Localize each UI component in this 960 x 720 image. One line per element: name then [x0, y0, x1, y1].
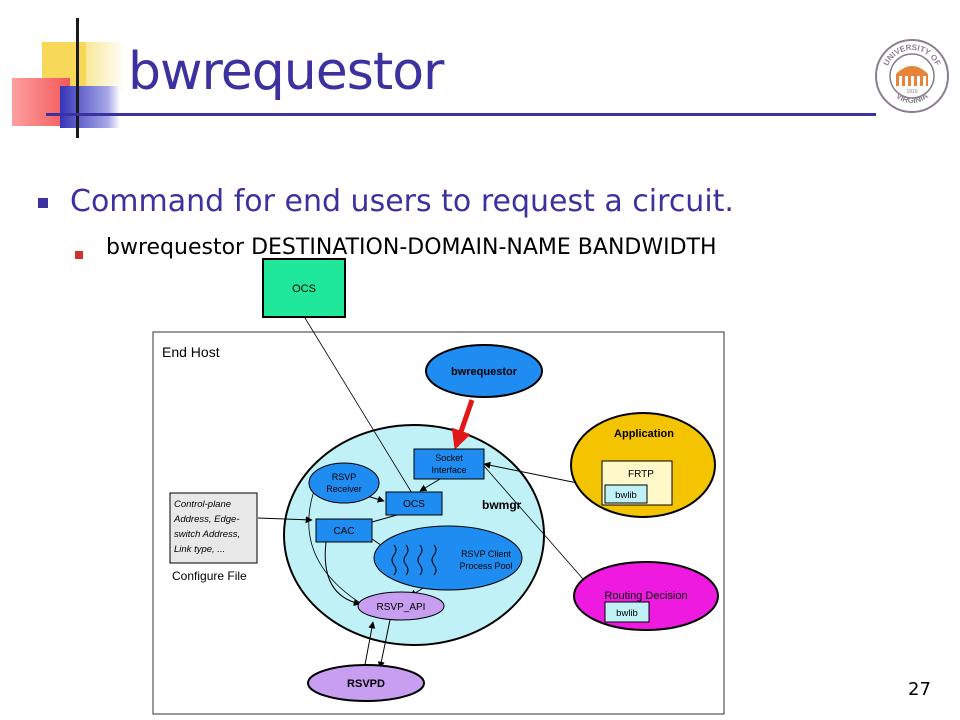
api-to-rsvpd-arrow — [377, 619, 391, 669]
socket-interface-box — [413, 448, 485, 480]
bullet-text-1: Command for end users to request a circu… — [70, 184, 734, 219]
rsvpd-label: RSVPD — [347, 678, 385, 690]
ocs-top-box — [262, 258, 346, 318]
ocs-to-cac-line — [371, 514, 398, 523]
sub-bullet-marker — [75, 251, 83, 259]
socket-to-ocs-arrow — [419, 478, 441, 492]
socket-interface-label-1: Socket — [435, 453, 463, 463]
end-host-label: End Host — [162, 344, 220, 360]
application-label: Application — [614, 428, 674, 440]
rsvp-client-pool-ellipse — [373, 525, 523, 591]
title-rule — [46, 113, 876, 116]
blue-square — [60, 86, 120, 128]
bwlib-app-label: bwlib — [615, 490, 637, 501]
slide-title: bwrequestor — [128, 42, 444, 102]
config-line-1: Control-plane — [174, 499, 231, 510]
configure-file-label: Configure File — [172, 569, 247, 583]
rsvp-api-ellipse — [357, 591, 445, 621]
cac-to-api-arrow — [324, 541, 361, 607]
ocs-top-label: OCS — [292, 283, 316, 295]
bwlib-routing-box — [604, 601, 650, 623]
config-to-bwmgr-arrow — [257, 516, 313, 524]
rsvp-receiver-label-2: Receiver — [326, 484, 362, 494]
rsvpd-ellipse — [307, 664, 425, 702]
rsvp-pool-label-1: RSVP Client — [461, 549, 511, 559]
bwrequestor-label: bwrequestor — [451, 366, 518, 378]
cac-label: CAC — [333, 526, 354, 537]
bwlib-app-box — [604, 484, 648, 504]
config-line-4: Link type, ... — [174, 544, 225, 555]
frtp-label: FRTP — [628, 469, 654, 480]
receiver-to-api-line — [308, 487, 366, 607]
rsvp-pool-label-2: Process Pool — [459, 561, 512, 571]
rsvp-receiver-ellipse — [308, 462, 380, 504]
seal-bottom-text: VIRGINIA — [894, 91, 929, 105]
svg-text:VIRGINIA: VIRGINIA — [894, 91, 929, 105]
seal-year: 1819 — [906, 89, 917, 95]
ocs-inner-box — [385, 491, 443, 516]
corner-vertical-line — [76, 18, 79, 138]
university-seal-logo: UNIVERSITY OF VIRGINIA 1819 — [875, 39, 949, 113]
ocs-to-ocs-line — [304, 317, 416, 499]
bullet-marker — [38, 198, 48, 208]
process-squiggles — [391, 544, 437, 576]
page-number: 27 — [908, 679, 931, 700]
rsvpd-to-api-arrow — [363, 621, 376, 671]
bwrequestor-ellipse — [425, 344, 543, 398]
config-line-2: Address, Edge- — [173, 514, 239, 525]
bwlib-routing-label: bwlib — [616, 608, 638, 619]
config-line-3: switch Address, — [174, 529, 240, 540]
routing-decision-label: Routing Decision — [604, 590, 687, 602]
config-file-box — [169, 492, 258, 564]
socket-interface-label-2: Interface — [431, 465, 466, 475]
bwmgr-label: bwmgr — [482, 498, 522, 512]
bullet-text-2: bwrequestor DESTINATION-DOMAIN-NAME BAND… — [106, 235, 717, 260]
rsvp-api-label: RSVP_API — [377, 602, 426, 613]
cac-box — [315, 518, 373, 543]
rsvp-receiver-label-1: RSVP — [332, 472, 357, 482]
ocs-inner-label: OCS — [403, 499, 425, 510]
yellow-square-fade — [86, 42, 126, 92]
red-highlight-arrow — [451, 399, 475, 450]
